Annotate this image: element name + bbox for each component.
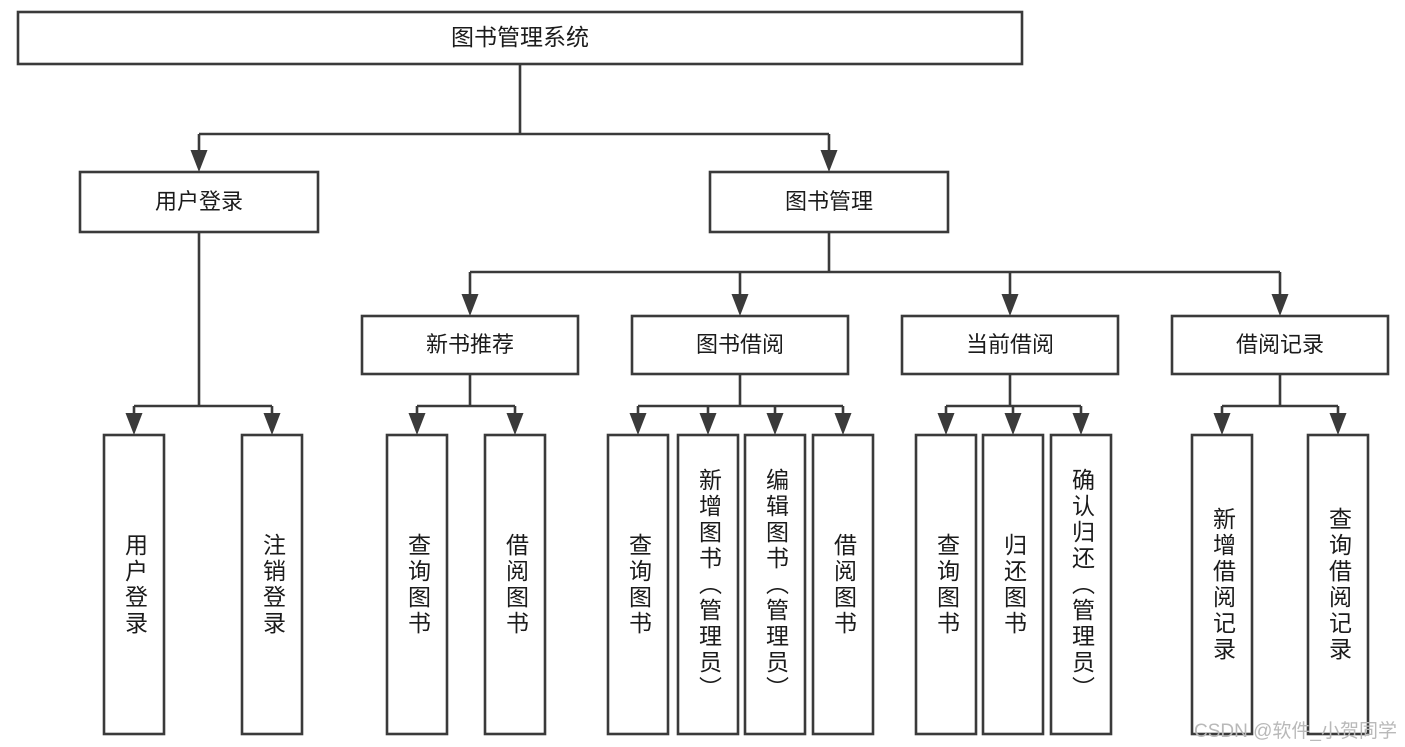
arrow-head-icon-level3-2 [1001, 294, 1019, 316]
node-box-level3-0[interactable] [360, 314, 580, 376]
arrow-head-icon-level3-1 [731, 294, 749, 316]
node-box-leaf-1[interactable] [240, 433, 304, 736]
node-box-leaf-6[interactable] [743, 433, 807, 736]
node-label-level3-0: 新书推荐 [426, 332, 514, 357]
node-box-leaf-0[interactable] [102, 433, 166, 736]
arrow-head-icon-leaf-2-1 [699, 413, 717, 435]
arrow-head-icon-leaf-2-2 [766, 413, 784, 435]
node-box-leaf-9[interactable] [981, 433, 1045, 736]
boxes-layer [16, 10, 1390, 736]
arrow-head-icon-level3-0 [461, 294, 479, 316]
node-box-leaf-11[interactable] [1190, 433, 1254, 736]
node-box-root[interactable] [16, 10, 1024, 66]
node-label-level3-3: 借阅记录 [1236, 332, 1324, 357]
connectors-layer [125, 64, 1347, 435]
arrow-head-icon-leaf-3-2 [1072, 413, 1090, 435]
node-box-level3-2[interactable] [900, 314, 1120, 376]
arrow-head-icon-leaf-3-1 [1004, 413, 1022, 435]
arrow-head-icon-leaf-3-0 [937, 413, 955, 435]
node-box-level3-1[interactable] [630, 314, 850, 376]
arrow-head-icon-leaf-2-0 [629, 413, 647, 435]
node-box-leaf-10[interactable] [1049, 433, 1113, 736]
node-box-leaf-4[interactable] [606, 433, 670, 736]
arrow-head-icon-leaf-1-1 [506, 413, 524, 435]
node-label-level3-2: 当前借阅 [966, 332, 1054, 357]
node-label-root: 图书管理系统 [451, 24, 589, 50]
arrow-head-icon-leaf-4-1 [1329, 413, 1347, 435]
arrow-head-icon-level3-3 [1271, 294, 1289, 316]
node-label-level2-0: 用户登录 [155, 189, 243, 214]
node-box-leaf-12[interactable] [1306, 433, 1370, 736]
node-label-level2-1: 图书管理 [785, 189, 873, 214]
node-box-leaf-3[interactable] [483, 433, 547, 736]
arrow-head-icon-leaf-0-1 [263, 413, 281, 435]
node-box-leaf-7[interactable] [811, 433, 875, 736]
node-box-leaf-5[interactable] [676, 433, 740, 736]
node-label-level3-1: 图书借阅 [696, 332, 784, 357]
node-box-level3-3[interactable] [1170, 314, 1390, 376]
arrow-head-icon-leaf-1-0 [408, 413, 426, 435]
node-box-level2-1[interactable] [708, 170, 950, 234]
node-box-leaf-8[interactable] [914, 433, 978, 736]
arrow-head-icon-leaf-2-3 [834, 413, 852, 435]
node-box-leaf-2[interactable] [385, 433, 449, 736]
arrow-head-icon-level2-0 [190, 150, 208, 172]
node-box-level2-0[interactable] [78, 170, 320, 234]
arrow-head-icon-level2-1 [820, 150, 838, 172]
arrow-head-icon-leaf-4-0 [1213, 413, 1231, 435]
arrow-head-icon-leaf-0-0 [125, 413, 143, 435]
